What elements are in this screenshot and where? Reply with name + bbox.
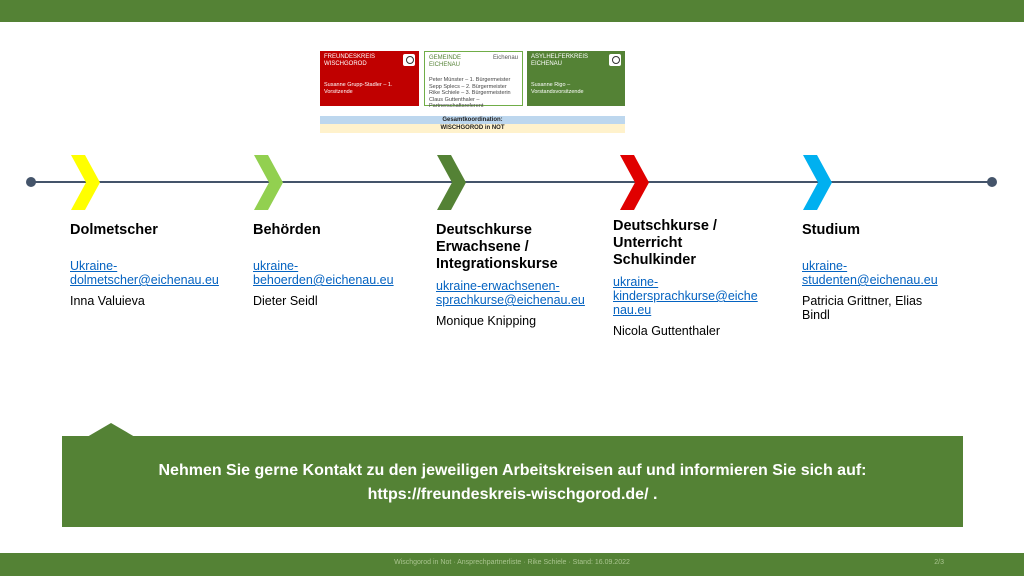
footer-text: Wischgorod in Not · Ansprechpartnerliste… — [394, 559, 630, 566]
person-line: Bindl — [802, 308, 830, 322]
email-link[interactable]: ukraine- studenten@eichenau.eu — [802, 259, 972, 287]
org-members: Susanne Rigo – Vorstandsvorsitzende — [531, 82, 621, 95]
email-link[interactable]: Ukraine- dolmetscher@eichenau.eu — [70, 259, 240, 287]
heading-line: Integrationskurse — [436, 256, 558, 272]
org-member-line: Rike Schiele – 3. Bürgermeisterin — [429, 90, 511, 96]
contact-column-deutschkurse-schulkinder: Deutschkurse / Unterricht Schulkinder uk… — [613, 218, 783, 338]
contact-column-studium: Studium ukraine- studenten@eichenau.eu P… — [802, 222, 972, 322]
email-link[interactable]: ukraine- behoerden@eichenau.eu — [253, 259, 423, 287]
heading-line: Dolmetscher — [70, 222, 158, 238]
timeline-start-dot — [26, 177, 36, 187]
page-number: 2/3 — [934, 559, 944, 566]
chevron-icon — [803, 155, 832, 210]
footer-bar: Wischgorod in Not · Ansprechpartnerliste… — [0, 553, 1024, 576]
org-member-line: Peter Münster – 1. Bürgermeister — [429, 77, 511, 83]
contact-callout: Nehmen Sie gerne Kontakt zu den jeweilig… — [62, 436, 963, 527]
org-title: FREUNDESKREIS WISCHGOROD — [324, 54, 415, 68]
contact-person: Dieter Seidl — [253, 294, 423, 308]
contact-column-behoerden: Behörden ukraine- behoerden@eichenau.eu … — [253, 222, 423, 308]
column-heading: Studium — [802, 222, 972, 239]
email-line: sprachkurse@eichenau.eu — [436, 293, 585, 307]
org-title-line: FREUNDESKREIS — [324, 54, 376, 60]
org-members: Susanne Grupp-Stadler – 1. Vorsitzende — [324, 82, 415, 95]
org-member-line: Susanne Grupp-Stadler – 1. Vorsitzende — [324, 82, 393, 95]
column-heading: Deutschkurse Erwachsene / Integrationsku… — [436, 222, 606, 273]
person-line: Nicola Guttenthaler — [613, 324, 721, 338]
org-title-line: EICHENAU — [531, 61, 563, 67]
chevron-icon — [620, 155, 649, 210]
coordination-banner: Gesamtkoordination: WISCHGOROD in NOT — [320, 116, 625, 134]
org-title-line: EICHENAU — [429, 62, 461, 68]
heading-line: Schulkinder — [613, 252, 696, 268]
org-member-line: Sepp Splecs – 2. Bürgermeister — [429, 83, 507, 90]
heading-line: Behörden — [253, 222, 321, 238]
chevron-icon — [437, 155, 466, 210]
person-line: Monique Knipping — [436, 314, 537, 328]
org-title-line: ASYLHELFERKREIS — [531, 54, 589, 60]
eichenau-logo: Eichenau — [492, 55, 518, 61]
contact-person: Nicola Guttenthaler — [613, 324, 783, 338]
contact-column-dolmetscher: Dolmetscher Ukraine- dolmetscher@eichena… — [70, 222, 240, 308]
org-title: ASYLHELFERKREIS EICHENAU — [531, 54, 621, 68]
heading-line: Deutschkurse — [436, 222, 532, 238]
coordination-label: Gesamtkoordination: — [320, 116, 625, 124]
column-heading: Deutschkurse / Unterricht Schulkinder — [613, 218, 783, 269]
org-member-line: Claus Guttenthaler – Partnerschaftsrefer… — [429, 96, 484, 110]
top-bar — [0, 0, 1024, 22]
timeline-line — [30, 181, 992, 183]
asylhelferkreis-logo-icon — [609, 54, 621, 66]
contact-person: Inna Valuieva — [70, 294, 240, 308]
email-line: dolmetscher@eichenau.eu — [70, 273, 219, 287]
email-line: ukraine-erwachsenen- — [436, 279, 560, 293]
contact-column-deutschkurse-erwachsene: Deutschkurse Erwachsene / Integrationsku… — [436, 222, 606, 328]
person-line: Inna Valuieva — [70, 294, 145, 308]
callout-pointer — [87, 423, 135, 437]
coordination-name: WISCHGOROD in NOT — [320, 124, 625, 133]
contact-person: Patricia Grittner, Elias Bindl — [802, 294, 972, 322]
org-members: Peter Münster – 1. Bürgermeister Sepp Sp… — [429, 77, 518, 110]
org-title: GEMEINDE EICHENAU — [429, 55, 518, 69]
org-box-freundeskreis: FREUNDESKREIS WISCHGOROD Susanne Grupp-S… — [320, 51, 419, 106]
email-link[interactable]: ukraine- kindersprachkurse@eiche nau.eu — [613, 275, 783, 317]
email-line: ukraine- — [613, 275, 659, 289]
freundeskreis-logo-icon — [403, 54, 415, 66]
heading-line: Erwachsene / — [436, 239, 529, 255]
person-line: Dieter Seidl — [253, 294, 318, 308]
org-member-line: Susanne Rigo – Vorstandsvorsitzende — [531, 82, 584, 95]
person-line: Patricia Grittner, Elias — [802, 294, 923, 308]
org-title-line: WISCHGOROD — [324, 61, 367, 67]
callout-text: Nehmen Sie gerne Kontakt zu den jeweilig… — [62, 459, 963, 507]
email-line: Ukraine- — [70, 259, 118, 273]
column-heading: Dolmetscher — [70, 222, 240, 239]
heading-line: Studium — [802, 222, 860, 238]
timeline-end-dot — [987, 177, 997, 187]
heading-line: Deutschkurse / — [613, 218, 717, 234]
org-box-asylhelferkreis: ASYLHELFERKREIS EICHENAU Susanne Rigo – … — [527, 51, 625, 106]
heading-line: Unterricht — [613, 235, 683, 251]
column-heading: Behörden — [253, 222, 423, 239]
email-line: ukraine- — [253, 259, 299, 273]
callout-url[interactable]: https://freundeskreis-wischgorod.de/ . — [367, 486, 658, 503]
callout-line: Nehmen Sie gerne Kontakt zu den jeweilig… — [158, 462, 867, 479]
email-line: studenten@eichenau.eu — [802, 273, 938, 287]
contact-person: Monique Knipping — [436, 314, 606, 328]
org-title-line: GEMEINDE — [429, 55, 462, 61]
email-line: behoerden@eichenau.eu — [253, 273, 394, 287]
org-box-gemeinde: GEMEINDE EICHENAU Eichenau Peter Münster… — [424, 51, 523, 109]
email-line: kindersprachkurse@eiche — [613, 289, 758, 303]
chevron-icon — [71, 155, 100, 210]
email-line: ukraine- — [802, 259, 848, 273]
chevron-icon — [254, 155, 283, 210]
email-line: nau.eu — [613, 303, 652, 317]
email-link[interactable]: ukraine-erwachsenen- sprachkurse@eichena… — [436, 279, 606, 307]
